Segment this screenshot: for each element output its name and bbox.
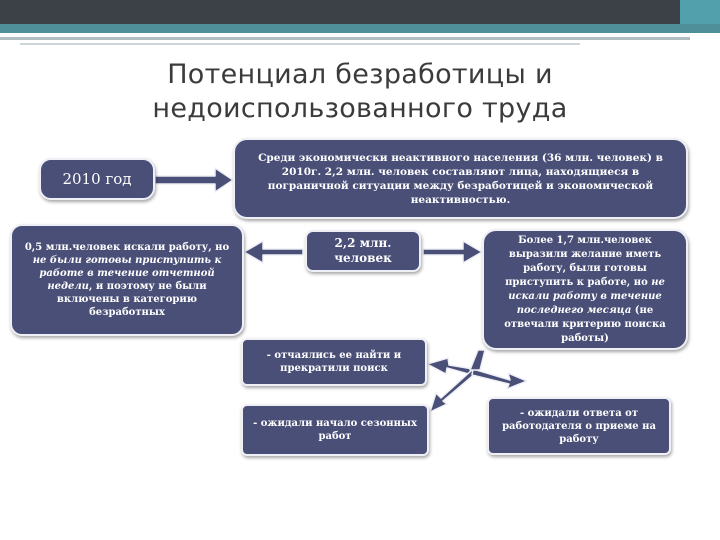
sought-work-text: 0,5 млн.человек искали работу, но не был… <box>12 239 242 321</box>
info-text: Среди экономически неактивного населения… <box>258 151 663 206</box>
sought-work-text-italic: не были готовы приступить к работе в теч… <box>32 255 222 292</box>
slide-title: Потенциал безработицы и недоиспользованн… <box>60 58 660 126</box>
arrow-to-sub3 <box>471 368 528 390</box>
arrow-to-sub2 <box>429 368 477 413</box>
arrow-from-right-box <box>469 349 486 371</box>
seasonal-box: - ожидали начало сезонных работ <box>241 404 429 456</box>
top-band-accent <box>680 0 720 24</box>
year-label: 2010 год <box>62 170 132 188</box>
wanted-work-text: Более 1,7 млн.человек выразили желание и… <box>484 232 686 348</box>
wanted-work-text-italic: не искали работу в течение последнего ме… <box>508 276 665 316</box>
awaiting-employer-box: - ожидали ответа от работодателя о прием… <box>487 397 671 455</box>
arrow-to-sub1 <box>426 357 474 376</box>
sought-work-box: 0,5 млн.человек искали работу, но не был… <box>10 224 244 336</box>
total-box: 2,2 млн. человек <box>305 230 421 272</box>
arrow-year-to-info <box>154 167 234 193</box>
top-decor-line-secondary <box>20 43 580 45</box>
discouraged-box: - отчаялись ее найти и прекратили поиск <box>241 338 427 386</box>
wanted-work-text-part1: Более 1,7 млн.человек выразили желание и… <box>505 234 662 288</box>
top-decor-line <box>0 37 690 40</box>
seasonal-text: - ожидали начало сезонных работ <box>253 418 417 442</box>
arrow-center-to-left <box>243 240 304 264</box>
wanted-work-box: Более 1,7 млн.человек выразили желание и… <box>482 229 688 350</box>
slide-title-line1: Потенциал безработицы и <box>167 59 553 90</box>
slide-title-line2: недоиспользованного труда <box>152 93 568 124</box>
top-band-dark <box>0 0 720 24</box>
awaiting-employer-text: - ожидали ответа от работодателя о прием… <box>502 407 656 445</box>
arrow-center-to-right <box>422 240 483 264</box>
top-band-teal <box>0 24 720 33</box>
discouraged-text: - отчаялись ее найти и прекратили поиск <box>266 350 402 374</box>
wanted-work-text-part2: (не отвечали критерию поиска работы) <box>504 304 666 344</box>
total-text: 2,2 млн. человек <box>334 236 392 265</box>
sought-work-text-part1: 0,5 млн.человек искали работу, но <box>24 242 230 253</box>
info-box: Среди экономически неактивного населения… <box>233 138 688 219</box>
sought-work-text-part2: , и поэтому не были включены в категорию… <box>56 281 207 318</box>
year-box: 2010 год <box>39 158 155 200</box>
